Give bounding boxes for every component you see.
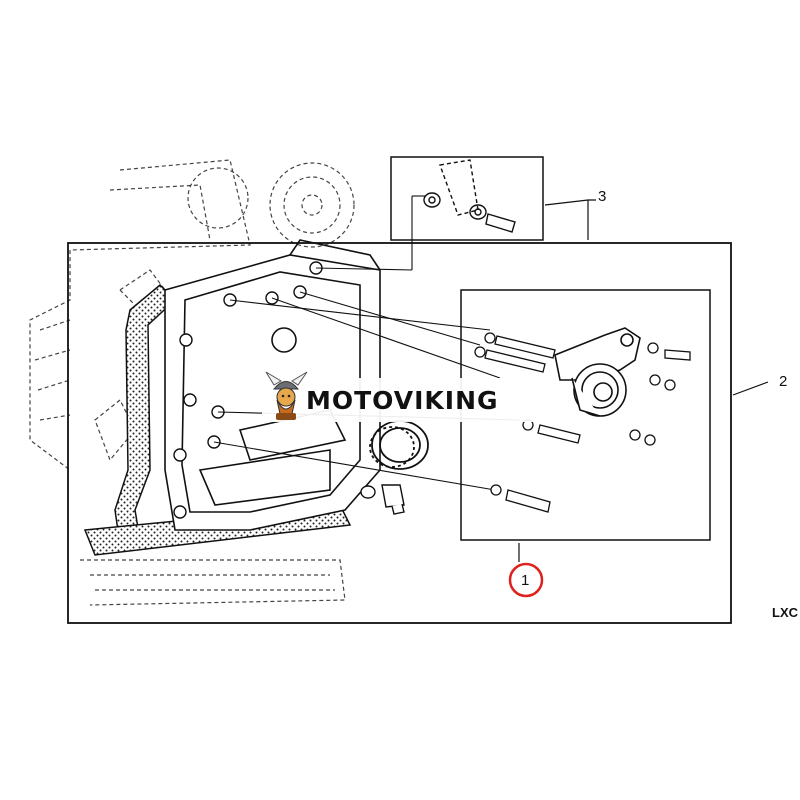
cover-bolt-holes — [173, 261, 323, 519]
highlight-circle — [508, 562, 544, 598]
callout-label-1: 1 — [521, 572, 529, 589]
watermark-brand-text: MOTOVIKING — [306, 386, 499, 415]
inset-top-parts — [423, 159, 516, 233]
lower-bolt — [360, 484, 405, 515]
callout-label-3: 3 — [598, 188, 606, 205]
callout-label-2: 2 — [779, 373, 787, 390]
watermark-banner — [262, 371, 534, 422]
inset-box-top — [390, 156, 544, 241]
main-box — [67, 242, 732, 624]
tensioner-bolts — [474, 332, 691, 513]
pulley-background — [187, 162, 355, 248]
callout-leaders — [518, 199, 769, 562]
figure-code: LXC — [772, 605, 799, 620]
tensioner-assembly — [554, 327, 641, 417]
viking-mascot-icon — [265, 371, 308, 420]
